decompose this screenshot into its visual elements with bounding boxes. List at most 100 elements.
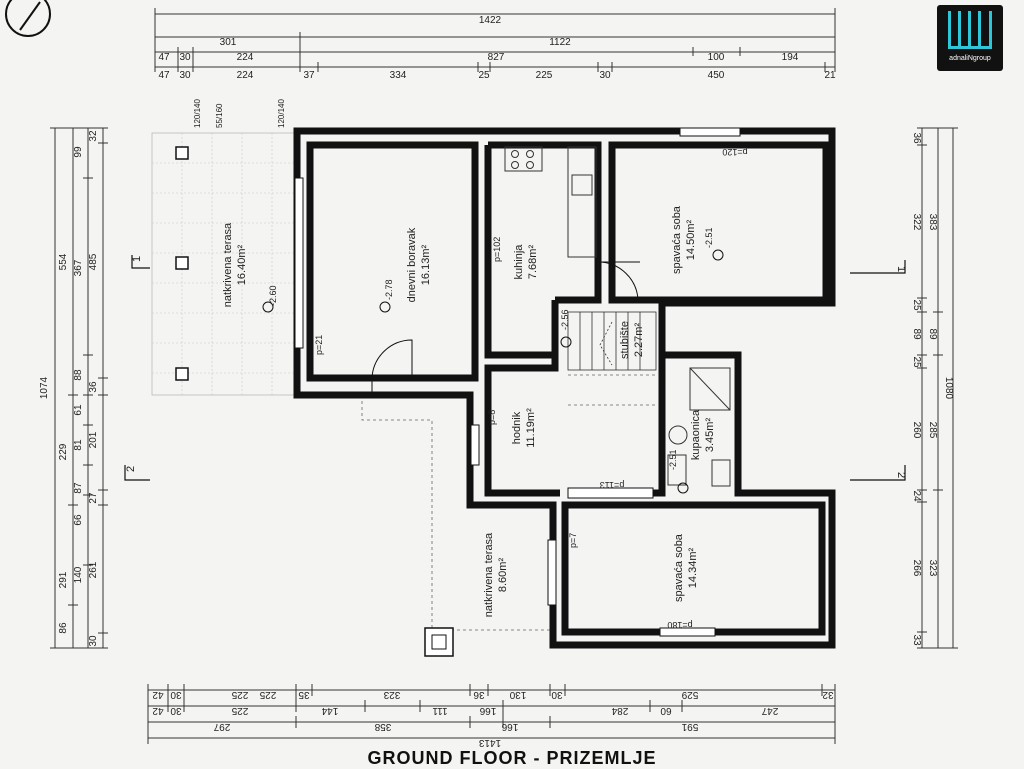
dim-left: 32 xyxy=(88,130,99,142)
wall-tag: p=8 xyxy=(487,410,497,425)
dim-bottom: 42 xyxy=(152,689,164,700)
dim-bottom: 225 xyxy=(231,689,248,700)
dim-bottom: 166 xyxy=(479,705,496,716)
section-mark-label: 2 xyxy=(125,466,137,472)
wall-tag: p=21 xyxy=(314,335,324,355)
dim-left: 66 xyxy=(73,514,84,526)
dim-top: 21 xyxy=(824,70,836,81)
terrace-bottom-area xyxy=(361,395,550,657)
dim-left: 27 xyxy=(88,492,99,504)
room-name: natkrivena terasa xyxy=(483,532,495,617)
level-label: -2.78 xyxy=(384,279,394,300)
dim-top: 30 xyxy=(179,70,191,81)
room-area: 16.40m² xyxy=(236,244,248,285)
dim-left: 61 xyxy=(73,404,84,416)
dim-top: 224 xyxy=(237,70,254,81)
column-post xyxy=(424,627,454,657)
dim-right: 322 xyxy=(911,214,922,231)
dim-top: 450 xyxy=(708,70,725,81)
dim-left: 87 xyxy=(73,482,84,494)
dim-right: 25 xyxy=(911,299,922,311)
dim-bottom: 144 xyxy=(321,705,338,716)
dim-top-total: 1422 xyxy=(479,15,502,26)
dimensions-right: 36 322 25 89 25 260 24 266 33 383 89 285… xyxy=(911,127,958,649)
dim-left: 36 xyxy=(88,381,99,393)
dim-right: 285 xyxy=(927,422,938,439)
room-area: 16.13m² xyxy=(420,244,432,285)
room-natkrivena-terasa-2: natkrivena terasa 8.60m² xyxy=(483,532,509,617)
dim-top: 25 xyxy=(478,70,490,81)
room-area: 7.68m² xyxy=(527,245,539,280)
room-natkrivena-terasa-1: natkrivena terasa 16.40m² xyxy=(222,222,248,307)
dim-right: 323 xyxy=(927,560,938,577)
dim-left: 261 xyxy=(88,561,99,578)
wall-tag: p=180 xyxy=(667,620,692,630)
room-name: kupaonica xyxy=(690,409,702,460)
dim-bottom: 225 xyxy=(259,689,276,700)
dim-left: 86 xyxy=(58,622,69,634)
room-kupaonica: kupaonica 3.45m² xyxy=(690,409,716,460)
dim-left: 485 xyxy=(88,253,99,270)
room-hodnik: hodnik 11.19m² xyxy=(511,408,537,448)
wall-tag: p=7 xyxy=(568,533,578,548)
dim-bottom: 225 xyxy=(231,705,248,716)
dim-bottom: 166 xyxy=(501,721,518,732)
room-area: 3.45m² xyxy=(704,418,716,453)
dim-left: 88 xyxy=(73,369,84,381)
dim-top: 334 xyxy=(390,70,407,81)
room-spavaca-soba-2: spavaća soba 14.34m² xyxy=(673,533,699,602)
dim-left: 81 xyxy=(73,439,84,451)
room-area: 2.27m² xyxy=(633,323,645,358)
dim-left: 201 xyxy=(88,431,99,448)
dim-bottom: 130 xyxy=(509,689,526,700)
dimensions-bottom: 42 30 225 225 35 323 36 130 30 529 32 42… xyxy=(147,684,836,748)
floor-title: GROUND FLOOR - PRIZEMLJE xyxy=(367,748,657,768)
dim-top: 30 xyxy=(179,52,191,63)
section-mark-1 xyxy=(131,255,906,274)
logo-text: adnaliNgroup xyxy=(949,55,991,62)
room-area: 11.19m² xyxy=(525,408,537,448)
windows xyxy=(294,127,741,637)
dim-left: 140 xyxy=(73,566,84,583)
dim-top: 301 xyxy=(220,37,237,48)
dim-bottom: 247 xyxy=(761,705,778,716)
dim-top: 224 xyxy=(237,52,254,63)
level-label: -2.51 xyxy=(668,449,678,470)
company-logo: adnaliNgroup xyxy=(937,5,1003,71)
room-dnevni-boravak: dnevni boravak 16.13m² xyxy=(406,227,432,302)
room-name: kuhinja xyxy=(513,244,525,280)
dim-bottom: 30 xyxy=(170,705,182,716)
section-mark-label: 1 xyxy=(895,266,907,272)
dim-right: 24 xyxy=(911,490,922,502)
wall-tag: 120/140 xyxy=(277,99,286,128)
dim-right: 383 xyxy=(927,214,938,231)
level-label: -2.51 xyxy=(704,227,714,248)
level-label: -2.56 xyxy=(560,309,570,330)
dim-bottom: 297 xyxy=(213,721,230,732)
room-spavaca-soba-1: spavaća soba 14.50m² xyxy=(671,205,697,274)
level-label: -2.60 xyxy=(268,285,278,306)
dim-bottom: 35 xyxy=(298,689,310,700)
dim-left: 554 xyxy=(58,253,69,270)
dim-right: 25 xyxy=(911,356,922,368)
dim-top: 827 xyxy=(488,52,505,63)
wall-tag: p=102 xyxy=(492,237,502,262)
wall-tag: 120/140 xyxy=(193,99,202,128)
walls xyxy=(293,127,836,649)
dimensions-top: 1422 301 1122 47 30 224 827 100 194 47 3… xyxy=(154,8,836,81)
wall-tag: 55/160 xyxy=(215,103,224,128)
dim-right-total: 1080 xyxy=(943,377,954,400)
dim-bottom: 591 xyxy=(681,721,698,732)
dim-top: 30 xyxy=(599,70,611,81)
dim-top: 225 xyxy=(536,70,553,81)
dimensions-left: 1074 554 229 291 86 99 367 88 61 81 66 1… xyxy=(39,127,108,649)
dim-bottom: 111 xyxy=(432,705,448,716)
dim-right: 36 xyxy=(911,132,922,144)
dim-right: 33 xyxy=(911,634,922,646)
dim-top: 47 xyxy=(158,70,170,81)
dim-bottom: 36 xyxy=(473,689,485,700)
dim-bottom: 30 xyxy=(551,689,563,700)
level-markers xyxy=(262,249,724,494)
dim-top: 1122 xyxy=(549,37,571,48)
